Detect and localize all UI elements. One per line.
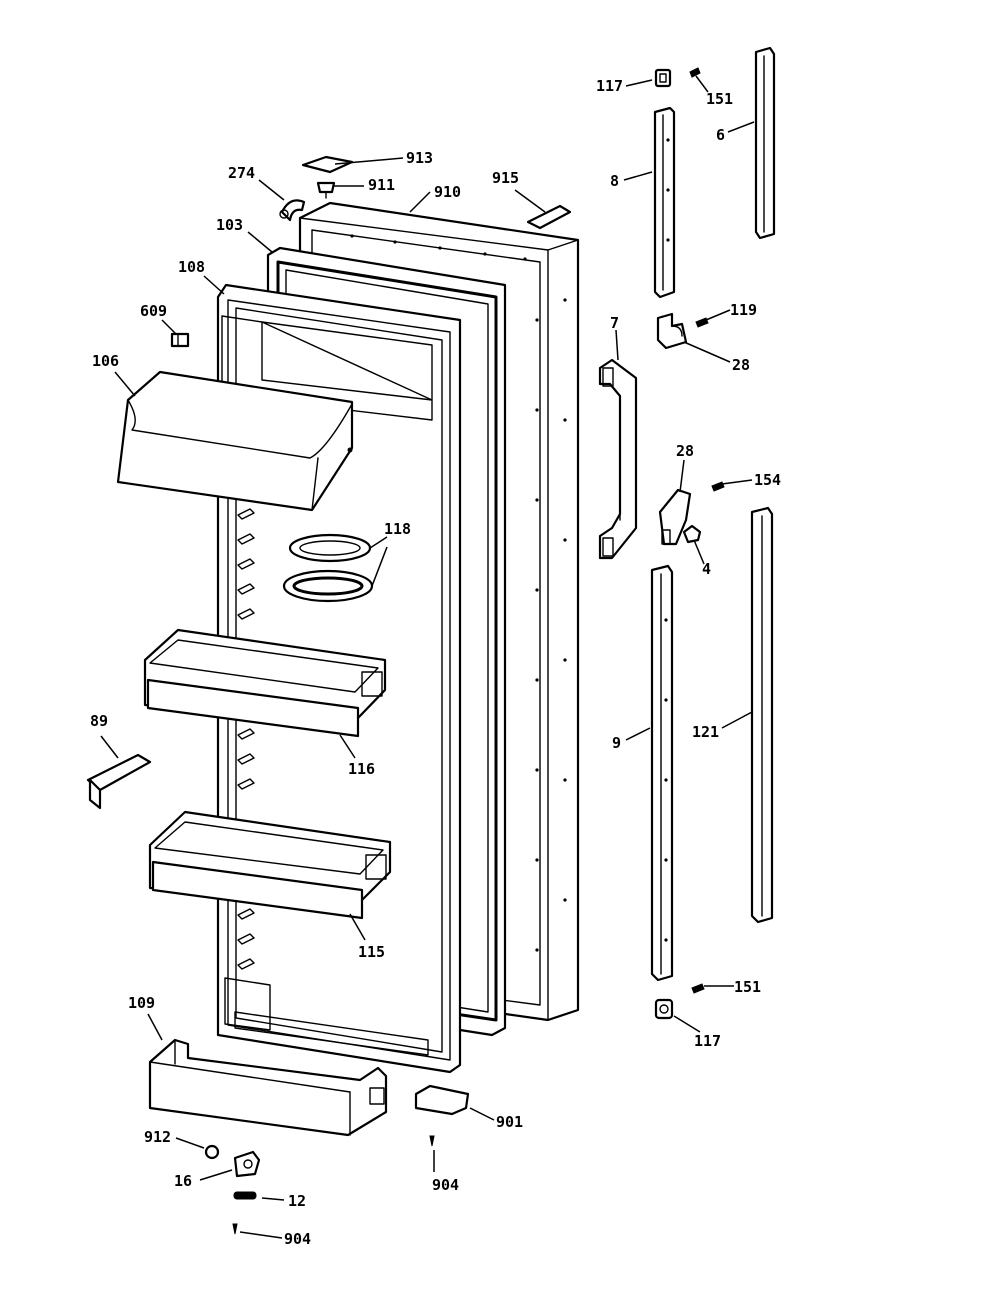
- callout-28-top: 28: [732, 356, 750, 374]
- part-609-bracket: [170, 332, 190, 348]
- part-915-strip: [526, 204, 572, 230]
- callout-115: 115: [358, 943, 385, 961]
- callout-28-mid: 28: [676, 442, 694, 460]
- callout-103: 103: [216, 216, 243, 234]
- callout-9: 9: [612, 734, 621, 752]
- callout-119: 119: [730, 301, 757, 319]
- part-119-screw: [695, 317, 709, 328]
- part-7-door-handle: [598, 358, 638, 560]
- callout-109: 109: [128, 994, 155, 1012]
- callout-609: 609: [140, 302, 167, 320]
- part-901-cover: [414, 1084, 470, 1116]
- part-904-screw-center: [429, 1135, 435, 1147]
- callout-151-top: 151: [706, 90, 733, 108]
- part-904-screw-left: [232, 1223, 238, 1235]
- part-117-top-cap: [654, 68, 672, 88]
- part-151-screw-top: [689, 67, 701, 78]
- part-151-screw-bottom: [691, 983, 705, 994]
- part-28-hinge-bracket-top: [656, 312, 688, 350]
- callout-117-bottom: 117: [694, 1032, 721, 1050]
- part-89-butter-door: [86, 753, 152, 810]
- callout-labels: 913 911 910 915 274 103 108 609 106 118 …: [90, 77, 781, 1248]
- door-bin-bottom: [148, 1038, 388, 1137]
- part-913-cover: [301, 155, 354, 174]
- dairy-compartment-door: [116, 370, 354, 512]
- callout-12: 12: [288, 1192, 306, 1210]
- leader-lines: [100, 75, 755, 1239]
- part-154-screw: [711, 481, 725, 492]
- door-bin-upper: [143, 628, 387, 738]
- callout-7: 7: [610, 314, 619, 332]
- part-8-rail-top: [653, 106, 676, 299]
- callout-89: 89: [90, 712, 108, 730]
- callout-910: 910: [434, 183, 461, 201]
- callout-912: 912: [144, 1128, 171, 1146]
- callout-904-left: 904: [284, 1230, 311, 1248]
- callout-16: 16: [174, 1172, 192, 1190]
- callout-6: 6: [716, 126, 725, 144]
- part-28-hinge-bracket-mid: [658, 488, 692, 546]
- callout-915: 915: [492, 169, 519, 187]
- part-274-clip: [279, 199, 306, 222]
- callout-913: 913: [406, 149, 433, 167]
- shelf-support-pegs: [237, 508, 255, 970]
- callout-911: 911: [368, 176, 395, 194]
- part-912-knob: [204, 1144, 220, 1160]
- part-6-trim-top: [754, 46, 776, 240]
- part-16-hinge: [233, 1150, 261, 1178]
- callout-901: 901: [496, 1113, 523, 1131]
- callout-154: 154: [754, 471, 781, 489]
- callout-118: 118: [384, 520, 411, 538]
- part-9-rail-bottom: [650, 564, 674, 982]
- callout-4: 4: [702, 560, 711, 578]
- door-flange-screws: [350, 234, 567, 952]
- part-4-clip: [682, 524, 702, 544]
- callout-121: 121: [692, 723, 719, 741]
- callout-106: 106: [92, 352, 119, 370]
- callout-116: 116: [348, 760, 375, 778]
- part-117-bottom-cap: [654, 998, 674, 1020]
- part-121-trim-bottom: [750, 506, 774, 924]
- callout-8: 8: [610, 172, 619, 190]
- callout-151-bottom: 151: [734, 978, 761, 996]
- callout-904-center: 904: [432, 1176, 459, 1194]
- callout-274: 274: [228, 164, 255, 182]
- callout-117-top: 117: [596, 77, 623, 95]
- callout-108: 108: [178, 258, 205, 276]
- door-bin-lower: [148, 810, 392, 920]
- part-911-fastener: [316, 181, 336, 199]
- part-12-pin: [233, 1191, 257, 1200]
